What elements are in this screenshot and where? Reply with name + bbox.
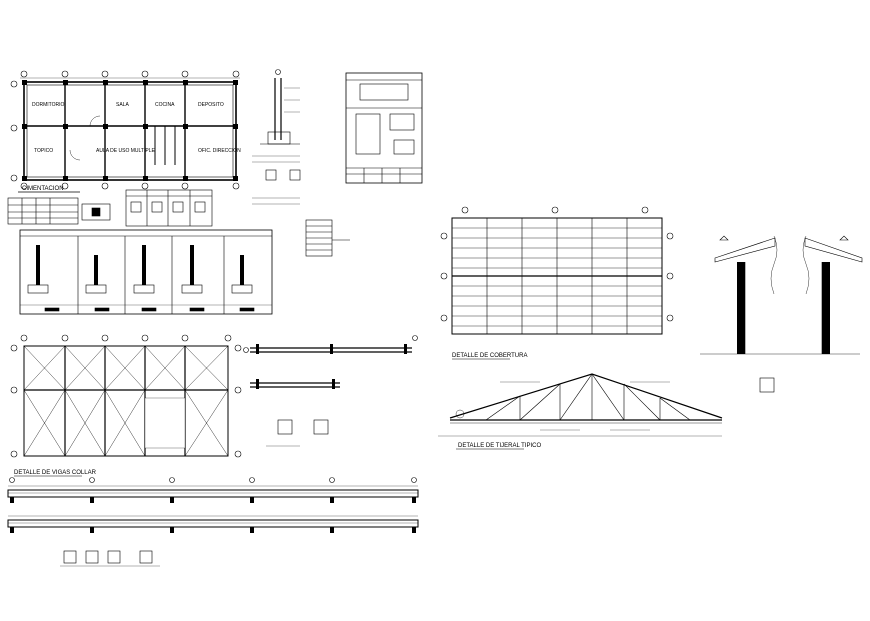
axis-bubble-icon [9,477,417,483]
room-label: OFIC. DIRECCION [198,148,241,154]
level-marker-icon [719,235,849,241]
column-detail [252,69,301,205]
room-label: AULA DE USO MULTIPLE [96,148,155,154]
room-label: TOPICO [34,148,53,154]
section-title: DETALLE DE TIJERAL TIPICO [458,443,541,449]
roof-plan: DETALLE DE COBERTURA [440,206,674,360]
footing-sections [19,229,273,315]
wall-section [305,219,350,257]
axis-bubble-icon [10,334,242,458]
room-label: DORMITORIO [32,102,65,108]
axis-bubble-icon [440,206,674,322]
section-title: DETALLE DE COBERTURA [452,353,527,359]
beam-plan [10,334,242,458]
eave-detail [700,235,863,393]
section-title: CIMENTACION [22,186,64,192]
room-label: DEPOSITO [198,102,224,108]
roof-truss: DETALLE DE TIJERAL TIPICO [438,373,723,450]
title-block [345,72,423,184]
cimentacion-block: CIMENTACION [7,186,213,227]
axis-bubble-icon [20,70,240,78]
collar-beam-details: DETALLE DE VIGAS COLLAR [7,470,419,567]
section-title: DETALLE DE VIGAS COLLAR [14,470,97,476]
room-label: COCINA [155,102,175,108]
floor-plan: DORMITORIO SALA COCINA DEPOSITO TOPICO A… [10,70,241,190]
beam-elevations [243,335,418,447]
room-label: SALA [116,102,129,108]
